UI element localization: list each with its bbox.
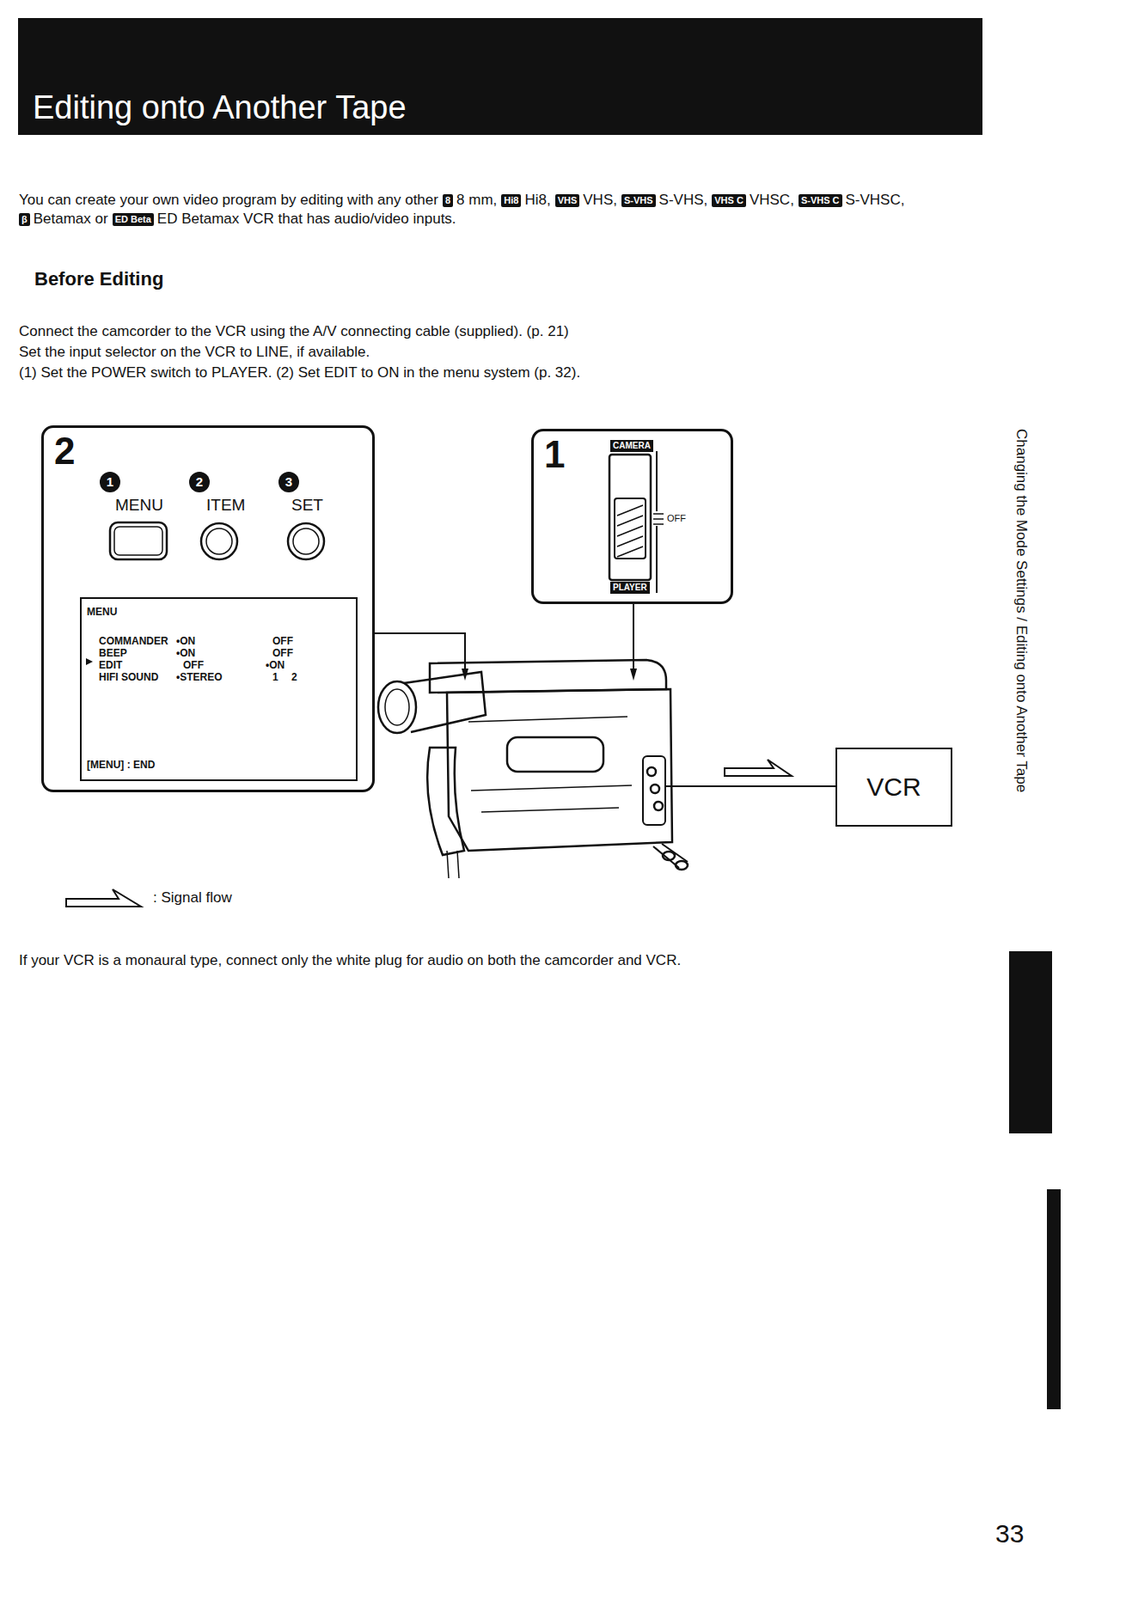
body-text: You can create your own video program by… [18, 191, 439, 209]
body-text: VHSC, [749, 191, 795, 209]
body-text: Hi8, [524, 191, 551, 209]
switch-position: CAMERA [610, 440, 654, 453]
menu-item: •ON [176, 635, 196, 648]
device-name: VCR [866, 772, 921, 802]
menu-item: 2 [291, 671, 298, 684]
section-heading: Before Editing [34, 268, 164, 291]
menu-item: 1 [272, 671, 279, 684]
button-label: SET [291, 495, 324, 515]
format-logo: S-VHS [621, 194, 656, 208]
legend-text: : Signal flow [152, 889, 233, 907]
menu-item: HIFI SOUND [98, 671, 159, 684]
format-logo: S-VHS C [798, 194, 843, 208]
tab-bar [1009, 951, 1053, 1134]
step-number: 1 [544, 433, 565, 477]
callout-number: 3 [278, 471, 300, 493]
instruction: (1) Set the POWER switch to PLAYER. (2) … [18, 364, 581, 382]
body-text: S-VHS, [659, 191, 709, 209]
menu-item: •STEREO [176, 671, 223, 684]
menu-item: COMMANDER [98, 635, 169, 648]
menu-item: OFF [272, 635, 294, 648]
button-label: MENU [115, 495, 164, 515]
body-text: ED Betamax VCR that has audio/video inpu… [157, 210, 457, 227]
format-logo: VHS [555, 194, 581, 208]
format-logo: Hi8 [501, 194, 521, 208]
menu-item: [MENU] : END [86, 758, 155, 772]
tab-bar [1046, 1189, 1061, 1410]
menu-item: OFF [272, 647, 294, 660]
menu-item: EDIT [98, 659, 123, 672]
device-box: VCR [835, 747, 953, 827]
page-number: 33 [995, 1519, 1024, 1549]
step-number: 2 [54, 429, 75, 473]
switch-position: OFF [667, 513, 686, 524]
body-text: VHS, [582, 191, 618, 209]
format-logo: 8 [442, 194, 453, 208]
body-text: 8 mm, [456, 191, 497, 209]
menu-item: MENU [86, 605, 117, 619]
callout-number: 2 [189, 471, 210, 493]
instruction: Set the input selector on the VCR to LIN… [18, 343, 370, 362]
button-label: ITEM [206, 495, 245, 515]
format-logo: ED Beta [112, 213, 154, 227]
menu-screen: MENUCOMMANDER•ONOFFBEEP•ONOFFEDITOFF•ONH… [79, 597, 358, 782]
body-text: S-VHSC, [845, 191, 906, 209]
menu-item: •ON [176, 647, 196, 660]
page-title: Editing onto Another Tape [32, 89, 407, 127]
callout-number: 1 [99, 471, 121, 493]
format-logo: VHS C [711, 194, 747, 208]
format-logo: β [18, 213, 31, 227]
menu-item: •ON [265, 659, 285, 672]
menu-item: OFF [183, 659, 204, 672]
intro-paragraph: You can create your own video program by… [18, 190, 922, 229]
body-text: Betamax or [33, 210, 109, 227]
section-tab-text: Changing the Mode Settings / Editing ont… [1012, 428, 1030, 793]
switch-position: PLAYER [610, 581, 650, 594]
note: If your VCR is a monaural type, connect … [18, 952, 681, 970]
menu-item: BEEP [98, 647, 128, 660]
instruction: Connect the camcorder to the VCR using t… [18, 323, 570, 341]
step-panel: 1 [531, 428, 734, 605]
